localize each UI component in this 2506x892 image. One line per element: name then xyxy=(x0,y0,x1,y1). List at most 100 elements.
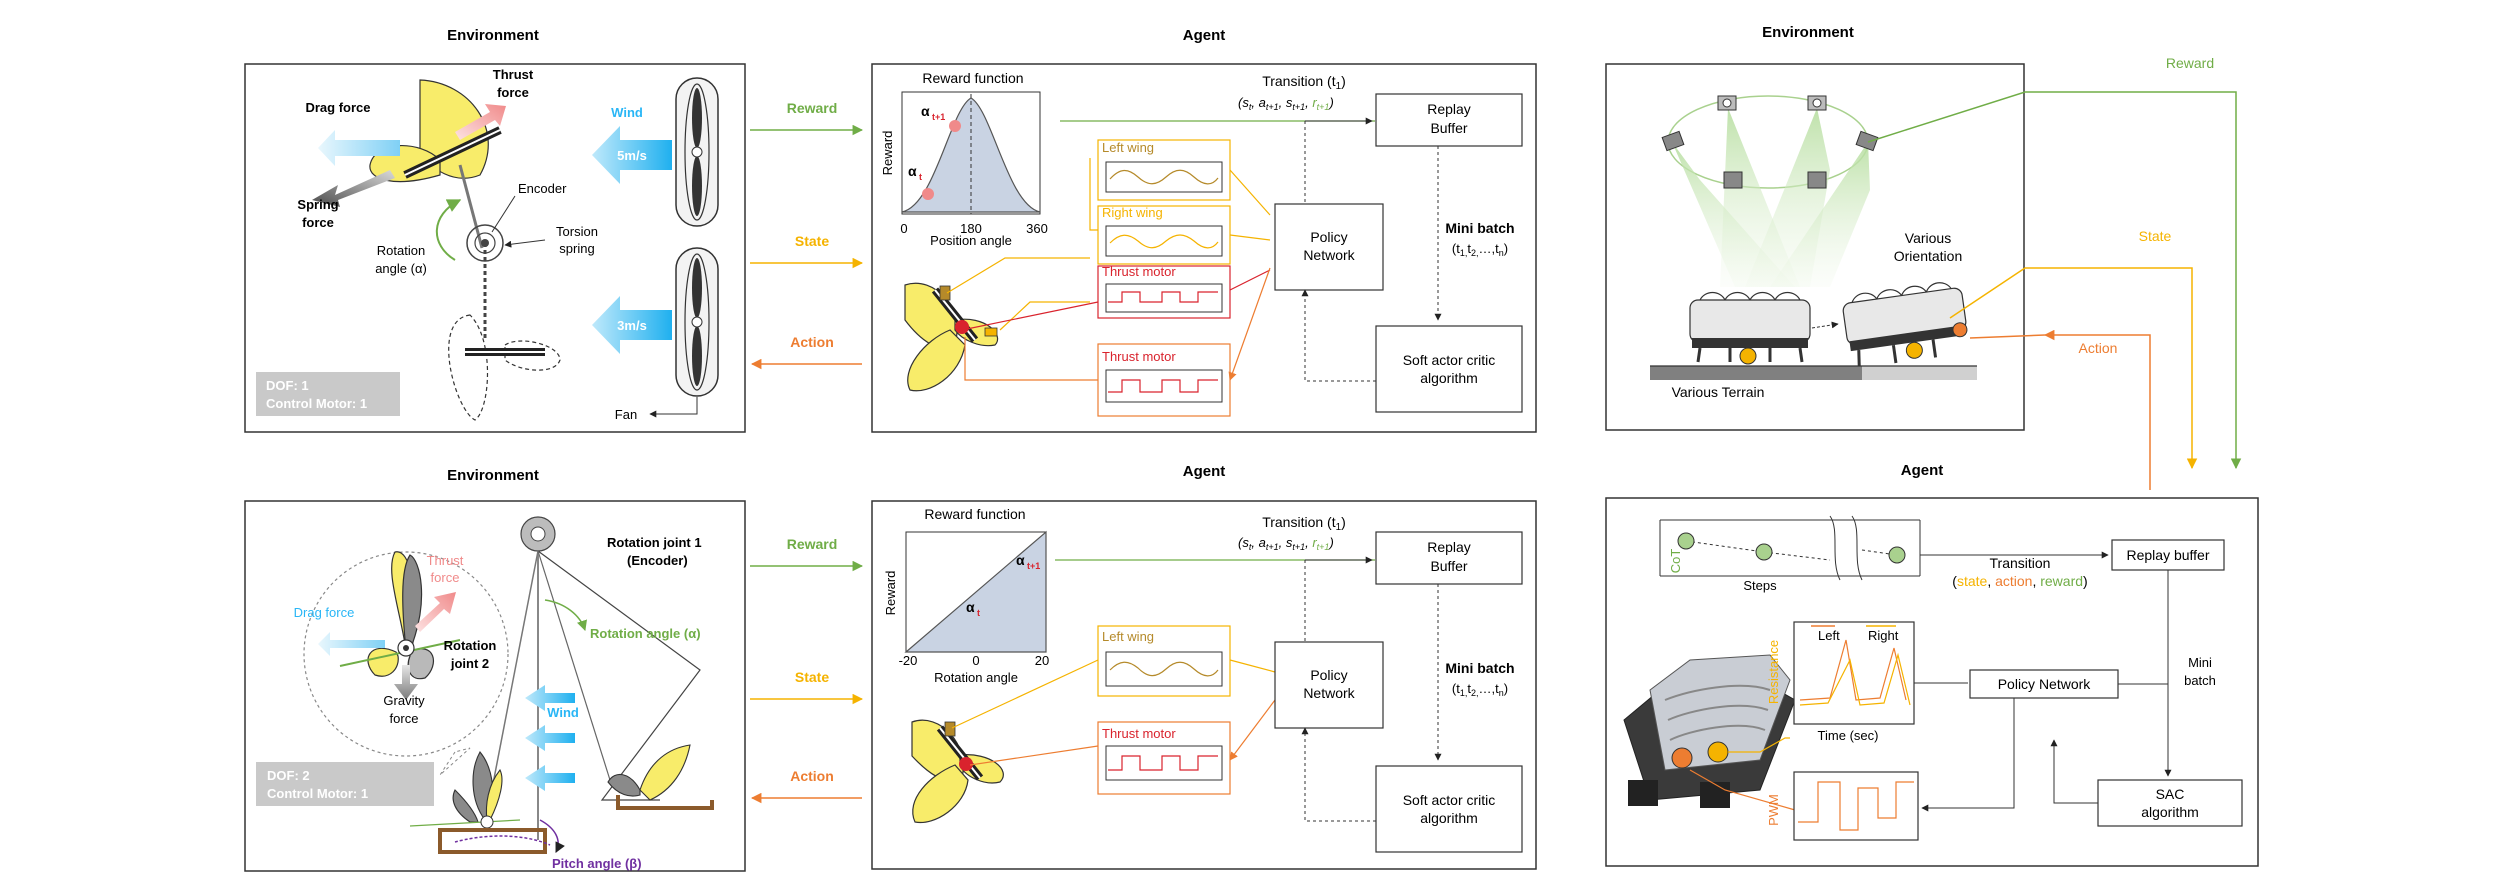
r-pwm-signal xyxy=(1798,781,1914,831)
bl-gravity-label-2: force xyxy=(390,711,419,726)
r-replay-buffer-box xyxy=(2111,539,2225,571)
tl-tick-0: 0 xyxy=(900,221,907,236)
tl-spring-arrow xyxy=(312,170,395,207)
tl-wind-arrow-bottom xyxy=(592,296,672,354)
r-resistance-right-signal xyxy=(1799,652,1911,706)
tl-thrust-motor-label-action: Thrust motor xyxy=(1102,349,1176,364)
r-env-title: Environment xyxy=(1762,24,1854,41)
tl-torsion-label-2: spring xyxy=(559,241,594,256)
bl-left-wing-signal xyxy=(1109,661,1219,677)
tl-thrust-label-1: Thrust xyxy=(493,67,534,82)
tl-rotation-label-2: angle (α) xyxy=(375,261,427,276)
r-state-label: State xyxy=(2139,228,2172,244)
r-left-label: Left xyxy=(1818,628,1840,643)
tl-env-panel xyxy=(244,63,746,433)
bl-dof-label: DOF: 2 xyxy=(267,768,310,783)
tl-dof-label: DOF: 1 xyxy=(266,378,309,393)
tl-alpha-t-sub: t xyxy=(919,172,922,182)
bl-transition-title: Transition (t1) xyxy=(1262,514,1346,533)
tl-thrust-label-2: force xyxy=(497,85,529,100)
tl-wind-arrow-top xyxy=(592,126,672,184)
bl-thrust-motor-signal xyxy=(1108,755,1218,771)
tl-env-title: Environment xyxy=(447,27,539,44)
r-steps-label: Steps xyxy=(1743,578,1777,593)
bl-thrust-label-1: Thrust xyxy=(427,553,464,568)
r-sac-label-2: algorithm xyxy=(2141,804,2199,820)
bl-alpha-t1-sub: t+1 xyxy=(1027,561,1040,571)
bl-gravity-label-1: Gravity xyxy=(383,693,425,708)
bl-replay-label-1: Replay xyxy=(1427,539,1471,555)
tl-fan-top xyxy=(675,77,719,227)
bl-x-axis-label: Rotation angle xyxy=(934,670,1018,685)
tl-mini-batch-label: Mini batch xyxy=(1445,220,1514,236)
bl-zoomed-wing xyxy=(339,551,461,680)
tl-wind-speed-5: 5m/s xyxy=(617,148,647,163)
tl-thrust-motor-signal-action xyxy=(1108,379,1218,393)
bl-replay-label-2: Buffer xyxy=(1430,558,1467,574)
tl-right-wing-signal xyxy=(1109,234,1219,249)
bl-action-label: Action xyxy=(790,768,834,784)
bl-env-title: Environment xyxy=(447,467,539,484)
r-pwm-plot-frame xyxy=(1793,771,1919,841)
tl-dof-box xyxy=(256,372,400,416)
tl-agent-title: Agent xyxy=(1183,27,1226,44)
bl-joint1-label-2: (Encoder) xyxy=(627,553,688,568)
tl-left-wing-label: Left wing xyxy=(1102,140,1154,155)
tl-tick-180: 180 xyxy=(960,221,982,236)
bl-gravity-arrow xyxy=(394,665,418,700)
tl-spring-label-1: Spring xyxy=(297,197,338,212)
tl-spring-rod xyxy=(458,164,484,249)
tl-left-wing-signal xyxy=(1109,169,1219,185)
r-replay-buffer-label: Replay buffer xyxy=(2126,547,2209,563)
r-state-path xyxy=(1949,267,2198,470)
r-action-path xyxy=(2043,329,2151,490)
tl-spring-label-2: force xyxy=(302,215,334,230)
bl-thrust-motor-label: Thrust motor xyxy=(1102,726,1176,741)
bl-dof-box xyxy=(256,762,434,806)
r-reward-label: Reward xyxy=(2166,55,2214,71)
tl-control-motor-label: Control Motor: 1 xyxy=(266,396,367,411)
r-terrain-light xyxy=(1862,366,1977,380)
tl-torsion-label-1: Torsion xyxy=(556,224,598,239)
bl-joint2-label-1: Rotation xyxy=(444,638,497,653)
tl-drag-force-label: Drag force xyxy=(305,100,370,115)
tl-policy-label-1: Policy xyxy=(1310,229,1347,245)
tl-reward-axis-label: Reward xyxy=(880,131,895,176)
r-pwm-axis-label: PWM xyxy=(1766,794,1781,826)
tl-state-feed-1 xyxy=(946,257,1090,294)
tl-sac-label-1: Soft actor critic xyxy=(1403,352,1496,368)
tl-wind-speed-3: 3m/s xyxy=(617,318,647,333)
r-light-cone-4 xyxy=(1770,142,1870,287)
tl-wind-label: Wind xyxy=(611,105,643,120)
bl-mini-batch-label: Mini batch xyxy=(1445,660,1514,676)
bl-thrust-label-2: force xyxy=(431,570,460,585)
r-various-orientation-label-1: Various xyxy=(1905,230,1951,246)
bl-robot-left xyxy=(409,751,547,854)
bl-tick-minus20: -20 xyxy=(899,653,918,668)
bl-wind-arrow-2 xyxy=(525,725,575,751)
tl-tick-360: 360 xyxy=(1026,221,1048,236)
r-cot-axis-label: CoT xyxy=(1668,549,1683,574)
bl-tick-0: 0 xyxy=(972,653,979,668)
bl-wind-label: Wind xyxy=(547,705,579,720)
tl-encoder-label: Encoder xyxy=(518,181,567,196)
tl-rotation-label-1: Rotation xyxy=(377,243,425,258)
r-policy-network-label: Policy Network xyxy=(1998,676,2092,692)
r-robot-3d xyxy=(1623,654,1796,808)
bl-policy-label-1: Policy xyxy=(1310,667,1347,683)
r-policy-network-box xyxy=(1969,669,2119,699)
tl-alpha-t1-label: α xyxy=(921,103,930,119)
bl-wind-arrow-1 xyxy=(525,685,575,711)
bl-wind-arrow-3 xyxy=(525,765,575,791)
tl-right-wing-label: Right wing xyxy=(1102,205,1163,220)
tl-alpha-t-point xyxy=(922,188,934,200)
bl-reward-label: Reward xyxy=(787,536,838,552)
tl-fan-bottom xyxy=(675,247,719,397)
bl-joint2-label-2: joint 2 xyxy=(450,656,489,671)
r-robot-right xyxy=(1842,282,1968,369)
bl-sac-label-1: Soft actor critic xyxy=(1403,792,1496,808)
bl-sac-box xyxy=(1375,765,1523,853)
bl-agent-wing xyxy=(911,719,1004,824)
tl-transition-tuple: (st, at+1, st+1, rt+1) xyxy=(1238,95,1334,112)
r-cot-plot xyxy=(1659,515,1921,581)
